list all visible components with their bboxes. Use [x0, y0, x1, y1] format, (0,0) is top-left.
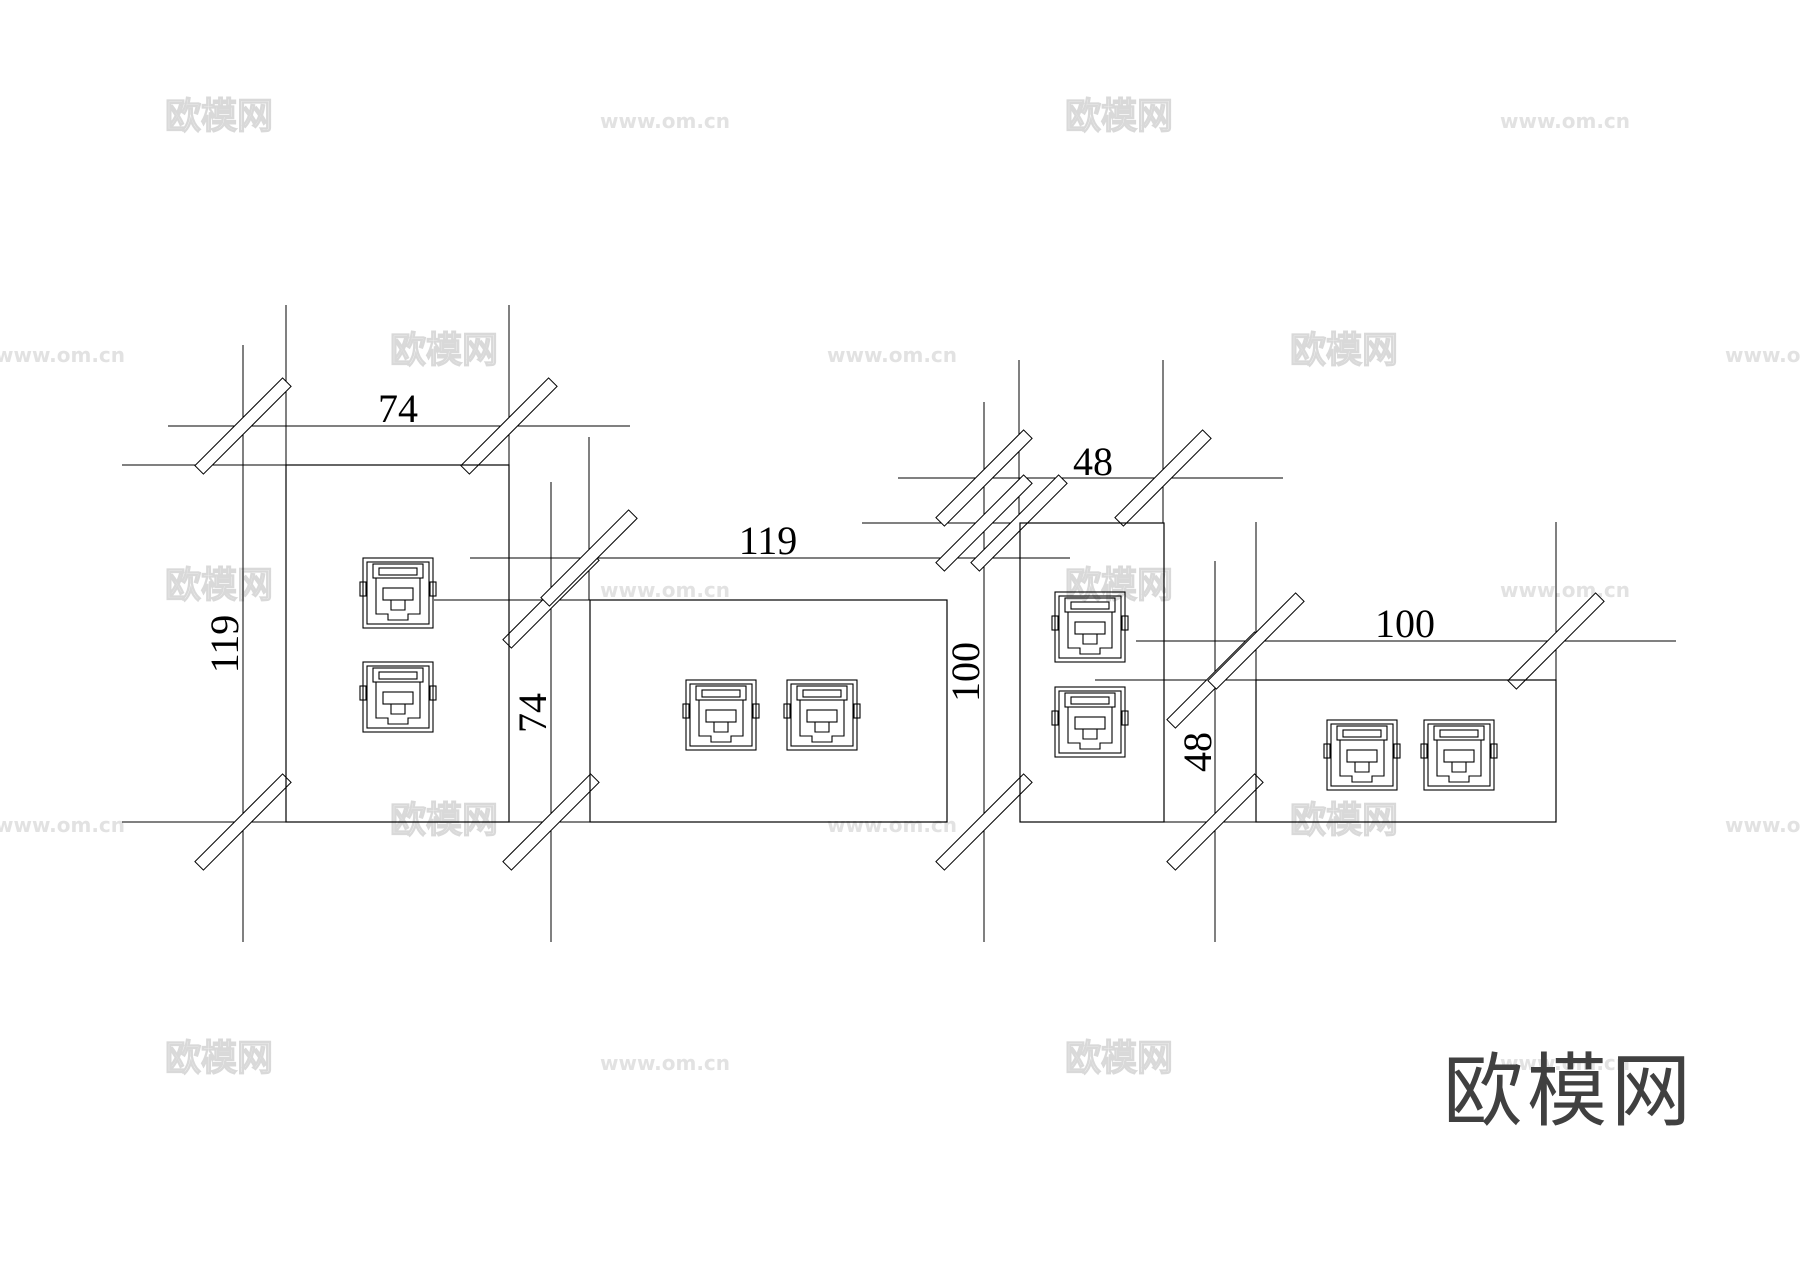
dimension-tick [1507, 592, 1605, 690]
watermark-url-text: www.om.cn [1725, 343, 1800, 367]
watermark-url-text: www.om.cn [1500, 1051, 1630, 1075]
watermark-logo-text: 欧模网 [165, 1038, 273, 1079]
panel-1-height-label: 119 [202, 615, 247, 674]
dimension-tick [1114, 429, 1212, 527]
panel-3-height-label: 100 [943, 642, 988, 702]
network-socket-icon [1051, 591, 1129, 663]
dimension-ticks [194, 377, 1605, 871]
watermark-logo-text: 欧模网 [1290, 330, 1398, 371]
watermark-logo-text: 欧模网 [390, 330, 498, 371]
watermark-logo-text: 欧模网 [390, 800, 498, 841]
watermark-logo-text: 欧模网 [165, 96, 273, 137]
panel-1-outline [285, 464, 510, 823]
dimension-tick [540, 509, 638, 607]
network-socket-icon [682, 679, 760, 751]
dimension-tick [194, 377, 292, 475]
dimension-tick [935, 474, 1033, 572]
watermark-url-text: www.om.cn [827, 343, 957, 367]
panel-1-width-label: 74 [378, 386, 418, 431]
dimension-tick [970, 474, 1068, 572]
watermark-layer: 欧模网 www.om.cn 欧模网 www.om.cn www.om.cn 欧模网 www.… [0, 95, 1800, 1079]
watermark-url-text: www.om.cn [827, 813, 957, 837]
panel-3-outline [1019, 522, 1165, 823]
panel-3-width-label: 48 [1073, 439, 1113, 484]
network-socket-icon [783, 679, 861, 751]
watermark-url-text: www.om.cn [0, 813, 125, 837]
dimension-tick [502, 773, 600, 871]
watermark-url-text: www.om.cn [1725, 813, 1800, 837]
panel-2-outline [589, 599, 948, 823]
watermark-logo-text: 欧模网 [1065, 96, 1173, 137]
watermark-logo-text: 欧模网 [1065, 565, 1173, 606]
dimension-tick [935, 773, 1033, 871]
extension-lines [122, 305, 1676, 942]
watermark-logo-text: 欧模网 [1290, 800, 1398, 841]
network-socket-icon [359, 661, 437, 733]
network-socket-icon [359, 557, 437, 629]
dimension-tick [194, 773, 292, 871]
watermark-url-text: www.om.cn [600, 578, 730, 602]
watermark-url-text: www.om.cn [1500, 109, 1630, 133]
watermark-logo-text: 欧模网 [165, 565, 273, 606]
watermark-url-text: www.om.cn [1500, 578, 1630, 602]
panel-4-outline [1255, 679, 1557, 823]
dimension-tick [460, 377, 558, 475]
network-socket-icon [1323, 719, 1401, 791]
watermark-logo: 欧模网 [1443, 1045, 1695, 1138]
watermark-url-text: www.om.cn [600, 1051, 730, 1075]
panel-2-height-label: 74 [510, 693, 555, 733]
dimension-tick [1207, 592, 1305, 690]
watermark-logo-text: 欧模网 [1065, 1038, 1173, 1079]
watermark-url-text: www.om.cn [600, 109, 730, 133]
network-socket-icon [1051, 686, 1129, 758]
dimension-tick [935, 429, 1033, 527]
panel-2-width-label: 119 [739, 518, 798, 563]
watermark-url-text: www.om.cn [0, 343, 125, 367]
socket-group [359, 557, 1498, 791]
dimension-tick [1166, 773, 1264, 871]
panel-4-height-label: 48 [1175, 732, 1220, 772]
panel-4-width-label: 100 [1375, 601, 1435, 646]
network-socket-icon [1420, 719, 1498, 791]
